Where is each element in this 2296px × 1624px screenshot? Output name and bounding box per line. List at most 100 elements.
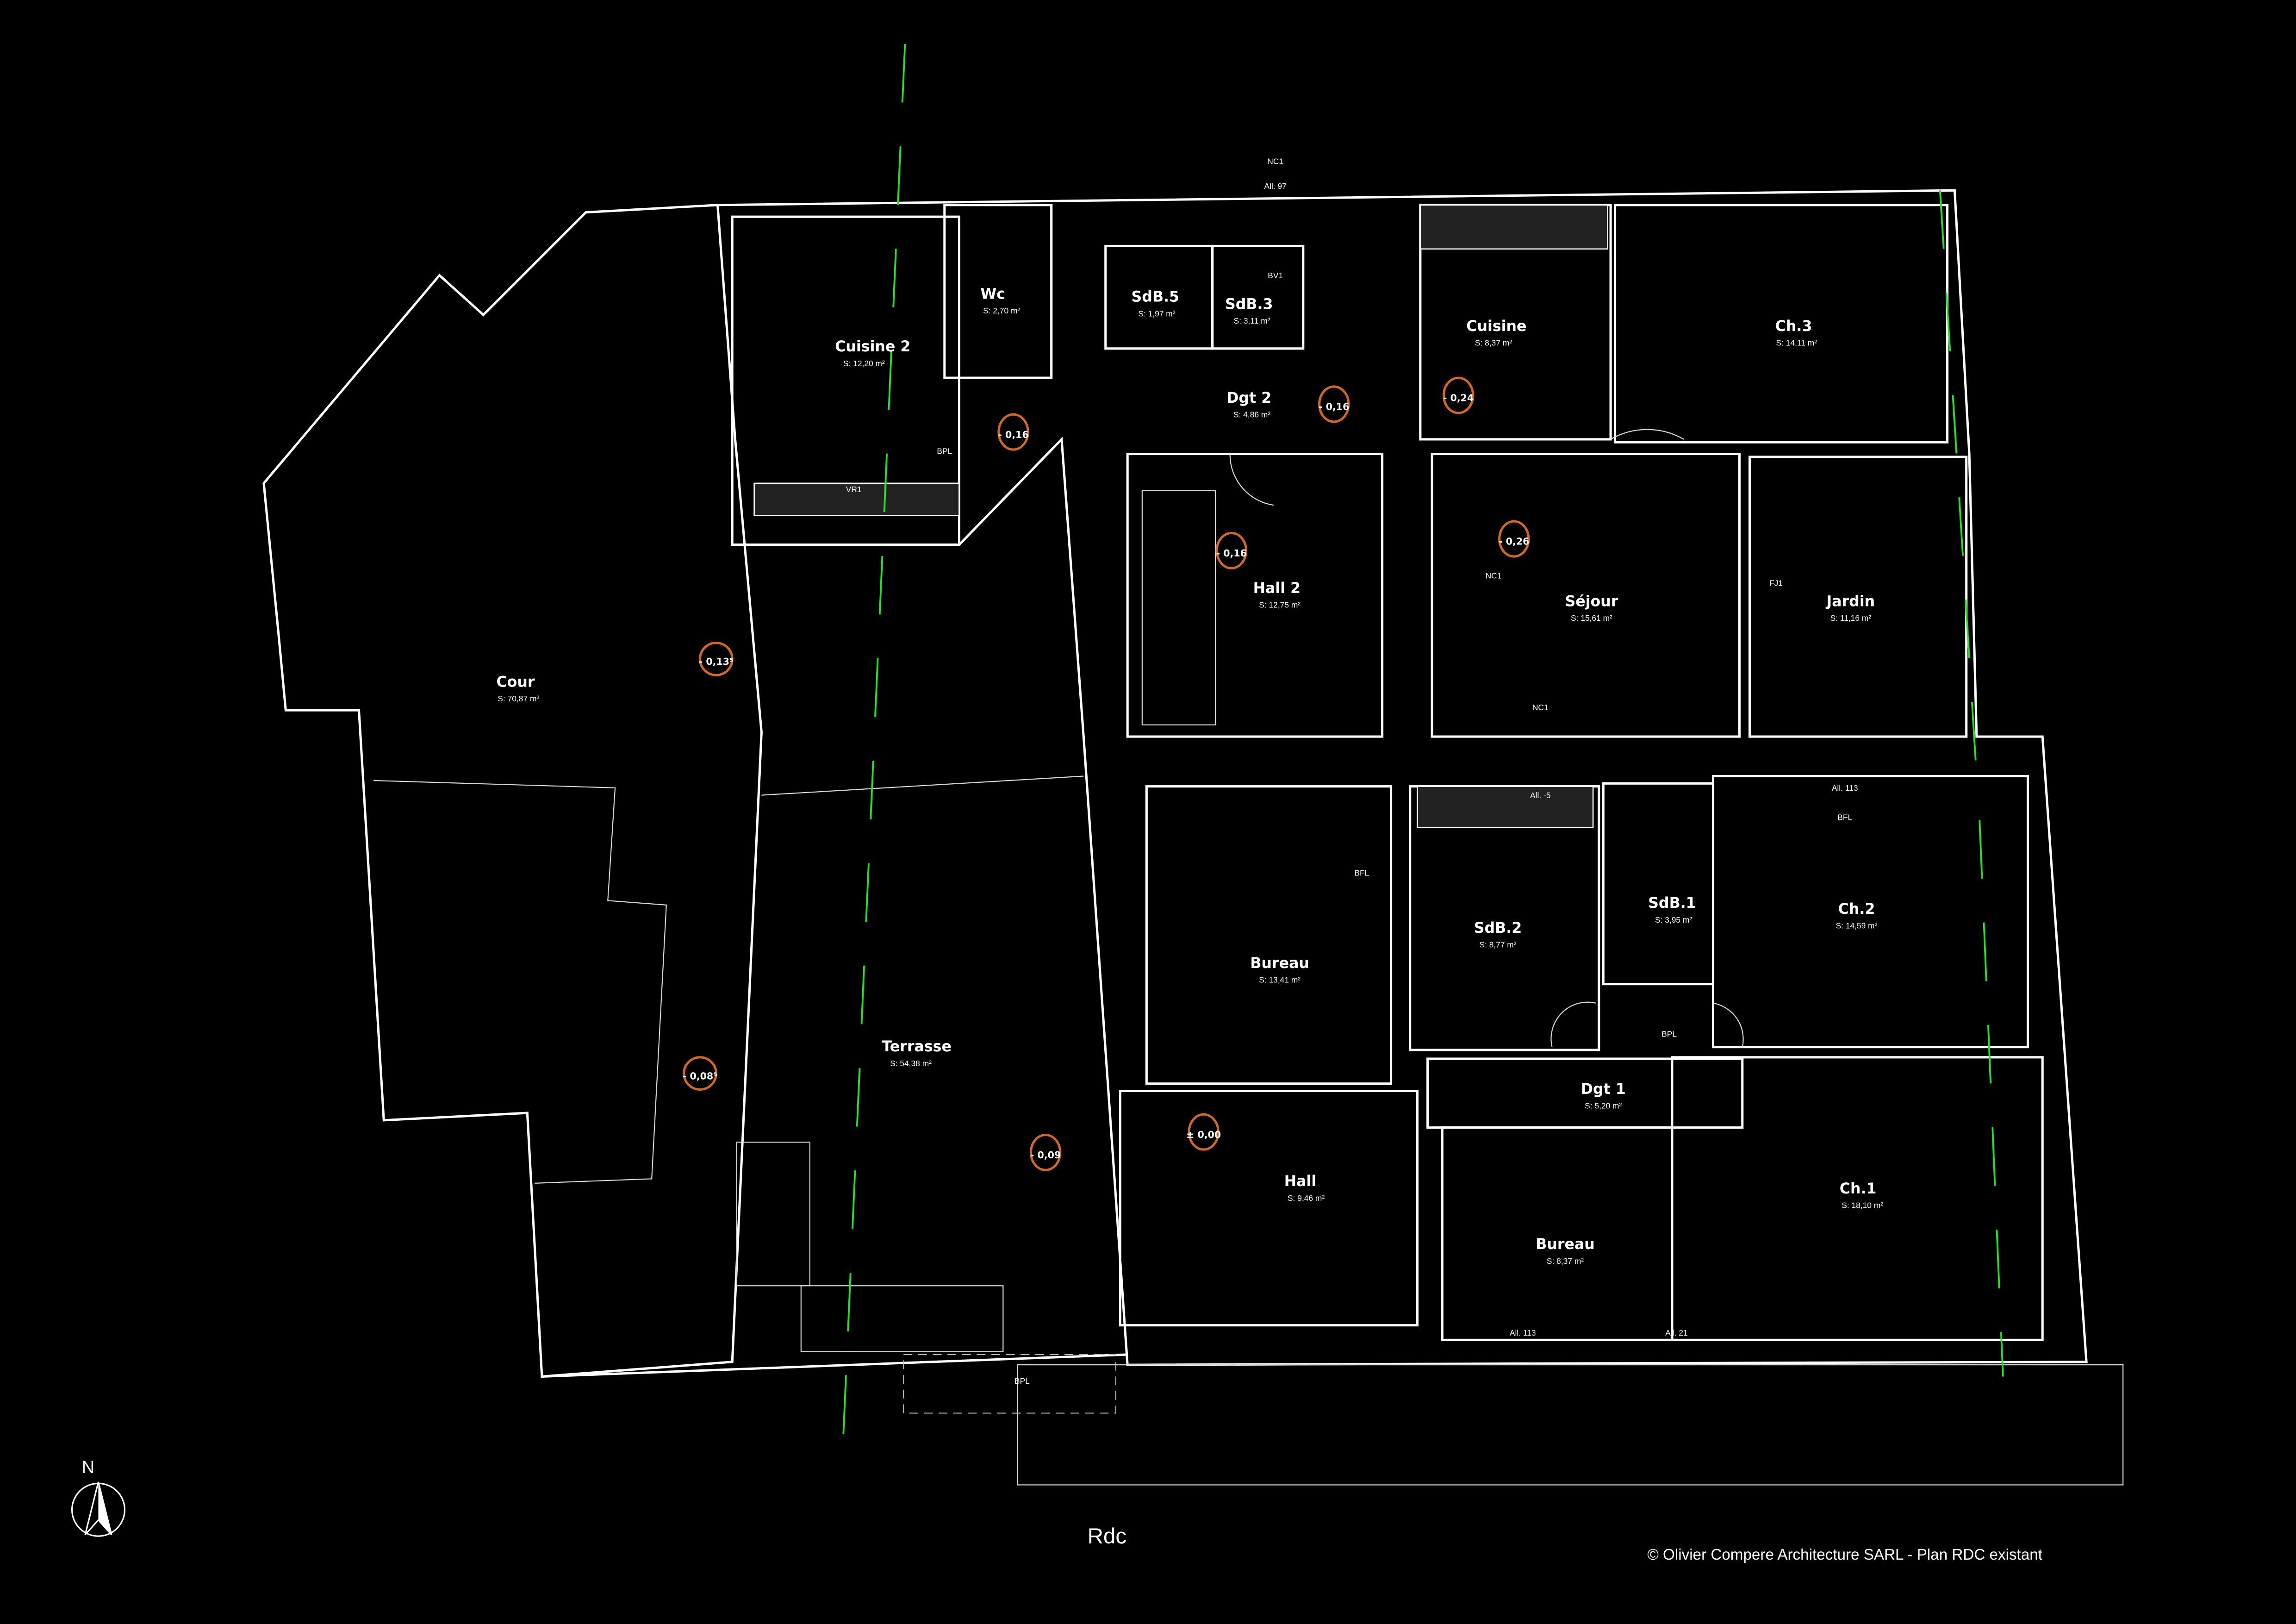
room-area: S: 12,75 m² bbox=[1259, 600, 1300, 610]
room-name: Bureau bbox=[1536, 1236, 1595, 1253]
room-area: S: 12,20 m² bbox=[843, 359, 885, 368]
north-label: N bbox=[82, 1458, 94, 1477]
level-value: ± 0,00 bbox=[1186, 1129, 1221, 1140]
room-bureau-1 bbox=[1145, 785, 1393, 1085]
courtyard-inner-line bbox=[373, 780, 667, 1184]
room-cuisine-2 bbox=[731, 215, 960, 546]
annotation: VR1 bbox=[846, 485, 862, 494]
kitchen-counter bbox=[753, 482, 960, 516]
room-labels: Cuisine 2 S: 12,20 m² Wc S: 2,70 m² SdB.… bbox=[496, 286, 1883, 1266]
sdb2-counter bbox=[1417, 786, 1594, 828]
annotation: BV1 bbox=[1268, 271, 1283, 280]
room-area: S: 3,95 m² bbox=[1655, 915, 1692, 924]
room-area: S: 15,61 m² bbox=[1571, 613, 1612, 623]
sidewalk-outline bbox=[903, 1354, 1116, 1414]
door-swing bbox=[1713, 1002, 1744, 1047]
room-ch1 bbox=[1671, 1056, 2044, 1341]
level-marker: - 0,09 bbox=[1029, 1133, 1062, 1171]
room-name: Hall bbox=[1284, 1173, 1317, 1190]
annotations: NC1 All. 97 BV1 VR1 BPL BFL FJ1 All. -5 … bbox=[846, 156, 1858, 1386]
terrace-bottom bbox=[541, 1353, 1128, 1378]
room-sdb1 bbox=[1602, 782, 1715, 986]
cuisine-counter bbox=[1419, 204, 1609, 250]
room-name: Dgt 2 bbox=[1226, 390, 1271, 406]
terrace-bench bbox=[800, 1285, 1004, 1352]
level-marker: - 0,24 bbox=[1442, 376, 1475, 414]
level-value: - 0,13⁵ bbox=[699, 656, 734, 667]
room-area: S: 54,38 m² bbox=[890, 1059, 932, 1068]
annotation: BPL bbox=[1014, 1376, 1030, 1386]
room-area: S: 18,10 m² bbox=[1842, 1201, 1883, 1210]
room-ch3 bbox=[1614, 204, 1949, 443]
level-value: - 0,16 bbox=[1319, 401, 1349, 412]
level-marker: - 0,16 bbox=[997, 413, 1029, 451]
room-area: S: 70,87 m² bbox=[498, 694, 539, 703]
room-area: S: 4,86 m² bbox=[1233, 410, 1270, 419]
room-sdb3 bbox=[1211, 244, 1305, 350]
room-name: Jardin bbox=[1825, 593, 1875, 610]
stair bbox=[1141, 490, 1216, 725]
room-name: Dgt 1 bbox=[1581, 1081, 1626, 1098]
room-name: SdB.2 bbox=[1474, 920, 1522, 937]
room-area: S: 3,11 m² bbox=[1234, 316, 1270, 325]
room-hall-2 bbox=[1126, 453, 1384, 738]
room-name: Bureau bbox=[1250, 955, 1309, 972]
annotation: BFL bbox=[1354, 868, 1369, 878]
level-marker: - 0,16 bbox=[1318, 385, 1350, 423]
terrace-divider bbox=[761, 775, 1084, 796]
room-name: Terrasse bbox=[882, 1038, 951, 1055]
room-name: Séjour bbox=[1565, 593, 1618, 610]
room-wc bbox=[943, 204, 1053, 379]
room-name: Cour bbox=[496, 674, 535, 691]
room-area: S: 8,77 m² bbox=[1479, 940, 1516, 949]
room-name: Cuisine 2 bbox=[835, 338, 910, 355]
room-area: S: 11,16 m² bbox=[1830, 613, 1872, 623]
room-area: S: 8,37 m² bbox=[1475, 338, 1512, 348]
room-name: SdB.1 bbox=[1648, 895, 1696, 912]
annotation: All. 97 bbox=[1264, 181, 1287, 191]
room-name: SdB.5 bbox=[1132, 289, 1180, 306]
door-swing bbox=[1550, 1001, 1596, 1047]
annotation: NC1 bbox=[1532, 703, 1549, 712]
room-area: S: 14,11 m² bbox=[1776, 338, 1817, 348]
room-area: S: 14,59 m² bbox=[1836, 921, 1878, 930]
annotation: BPL bbox=[1661, 1030, 1677, 1039]
level-value: - 0,26 bbox=[1499, 536, 1529, 547]
room-ch2 bbox=[1711, 775, 2029, 1049]
annotation: All. 113 bbox=[1510, 1328, 1536, 1337]
courtyard-outline bbox=[262, 204, 763, 1378]
annotation: All. 113 bbox=[1832, 783, 1858, 793]
copyright: © Olivier Compere Architecture SARL - Pl… bbox=[1647, 1546, 2042, 1563]
door-swing bbox=[1229, 454, 1274, 506]
room-sejour bbox=[1431, 453, 1741, 738]
room-name: Ch.3 bbox=[1775, 318, 1812, 335]
level-value: - 0,09 bbox=[1030, 1149, 1061, 1161]
level-markers: - 0,16 - 0,16 - 0,24 - 0,16 - 0,26 - 0,1… bbox=[683, 376, 1530, 1171]
terrace-box bbox=[736, 1142, 810, 1287]
level-marker: - 0,16 bbox=[1215, 531, 1247, 569]
room-hall bbox=[1119, 1090, 1419, 1327]
room-jardin bbox=[1748, 456, 1968, 738]
garden-outline bbox=[1017, 1364, 2124, 1486]
grid-line bbox=[1979, 820, 2004, 1377]
level-marker: - 0,13⁵ bbox=[699, 642, 734, 676]
level-value: - 0,16 bbox=[1216, 548, 1247, 559]
level-marker: ± 0,00 bbox=[1186, 1113, 1221, 1151]
level-marker: - 0,08⁵ bbox=[683, 1056, 717, 1091]
main-building-outline bbox=[717, 189, 2088, 1366]
room-area: S: 2,70 m² bbox=[983, 306, 1020, 315]
north-arrow: N bbox=[71, 1458, 125, 1537]
annotation: All. -5 bbox=[1530, 791, 1550, 800]
annotation: NC1 bbox=[1486, 571, 1502, 580]
room-name: Cuisine bbox=[1466, 318, 1526, 335]
level-marker: - 0,26 bbox=[1498, 520, 1530, 558]
room-area: S: 9,46 m² bbox=[1288, 1193, 1325, 1203]
annotation: FJ1 bbox=[1769, 578, 1783, 587]
level-value: - 0,24 bbox=[1443, 393, 1474, 404]
annotation: All. 21 bbox=[1665, 1328, 1687, 1337]
room-name: Hall 2 bbox=[1253, 580, 1301, 597]
room-bureau-2 bbox=[1441, 1126, 1674, 1341]
room-name: Ch.2 bbox=[1838, 901, 1875, 918]
room-name: SdB.3 bbox=[1225, 296, 1273, 312]
